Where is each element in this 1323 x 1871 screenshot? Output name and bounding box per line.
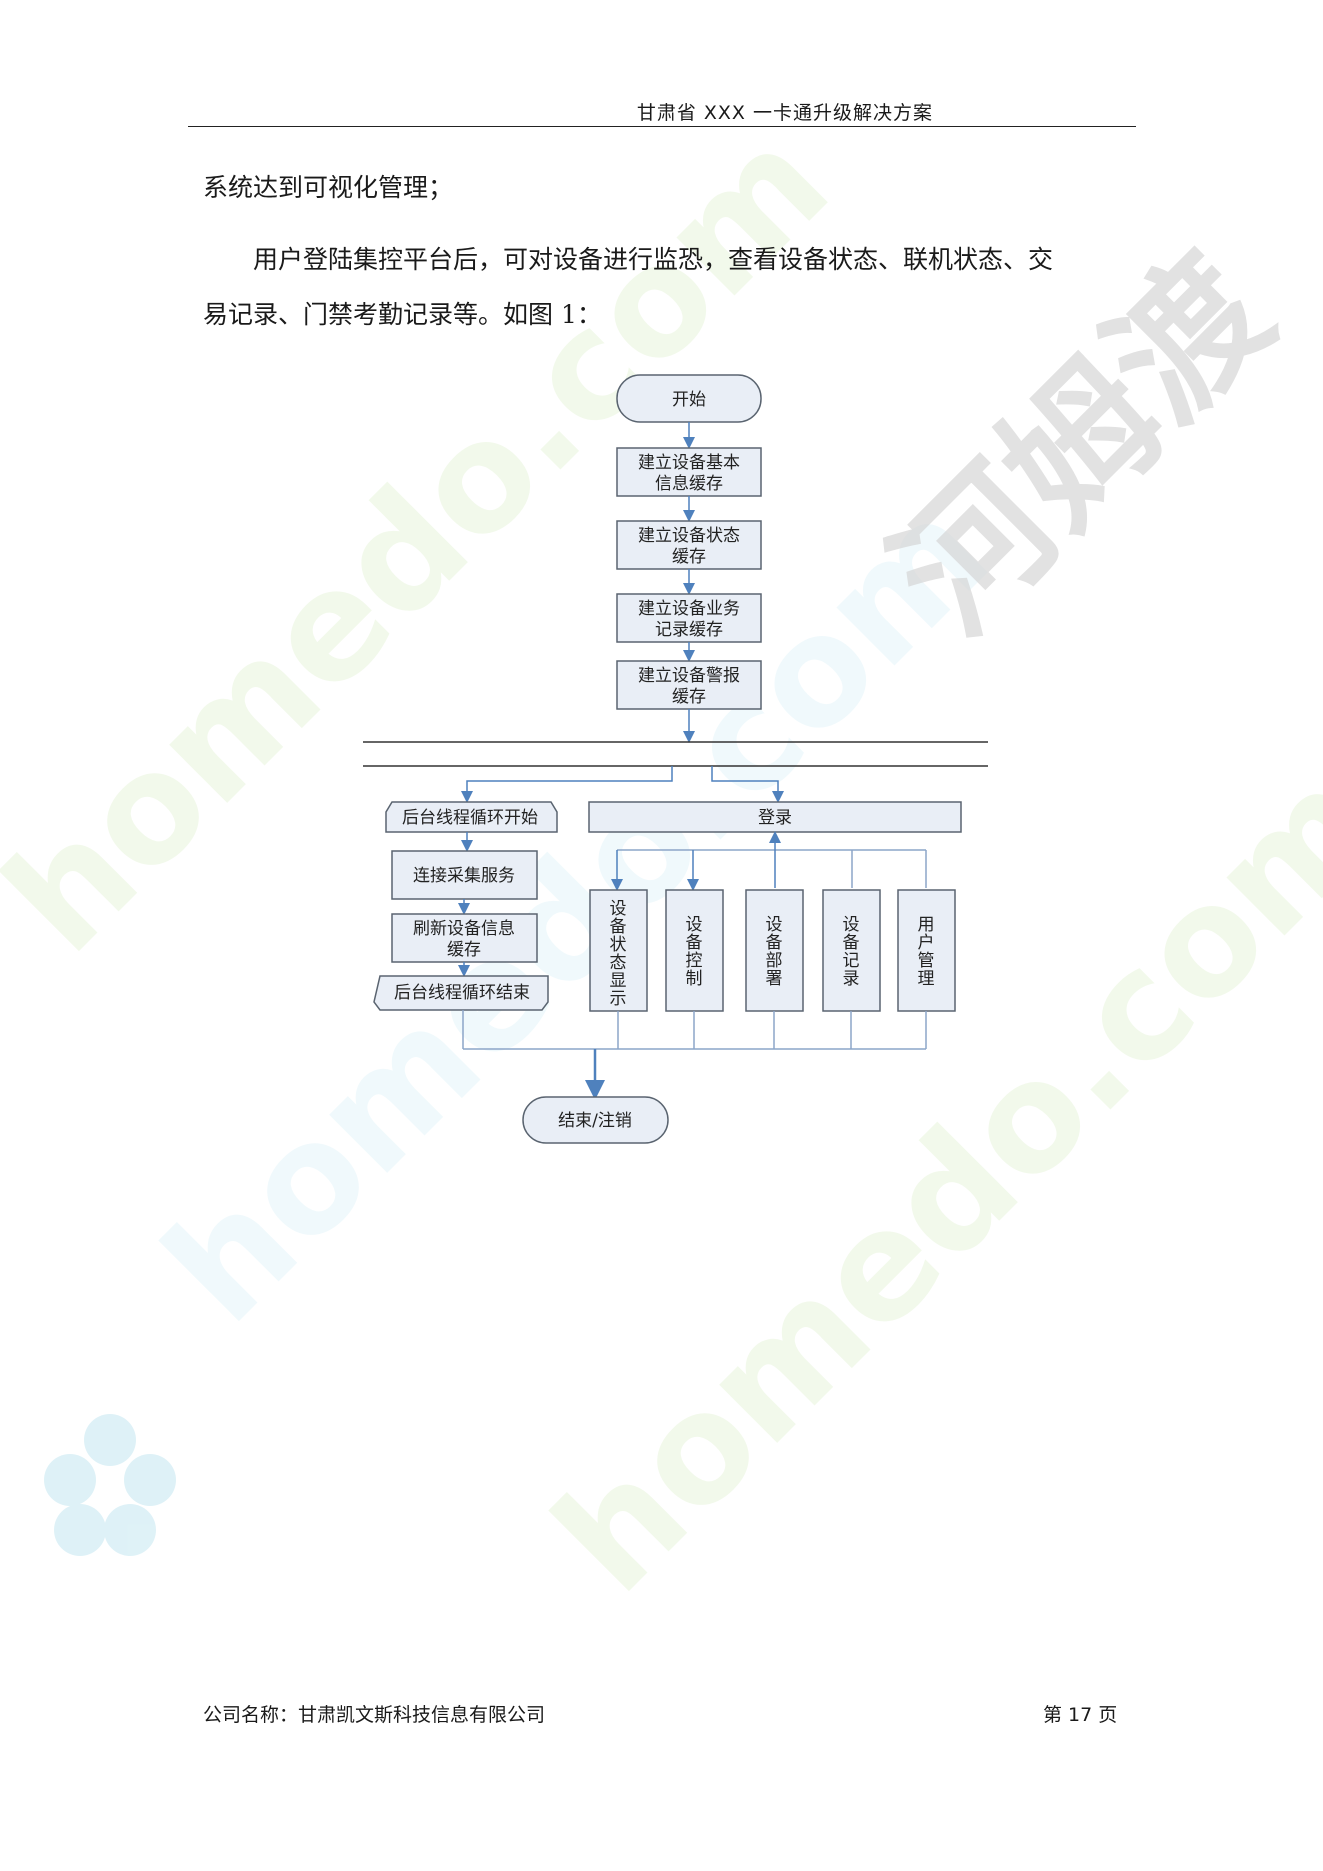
svg-text:状: 状 bbox=[610, 935, 627, 955]
module-2-label: 设 备 控 制 bbox=[686, 915, 703, 989]
svg-text:设: 设 bbox=[766, 915, 783, 935]
header-title: 甘肃省 XXX 一卡通升级解决方案 bbox=[636, 102, 933, 124]
svg-text:记: 记 bbox=[843, 951, 860, 971]
step-3-line-1: 建立设备业务 bbox=[638, 599, 740, 619]
refresh-cache-line-1: 刷新设备信息 bbox=[413, 919, 515, 939]
step-cache-business-record bbox=[616, 593, 762, 643]
module-device-deploy bbox=[745, 889, 804, 1012]
footer-company: 公司名称：甘肃凯文斯科技信息有限公司 bbox=[203, 1704, 546, 1726]
svg-text:备: 备 bbox=[686, 933, 703, 953]
svg-text:录: 录 bbox=[843, 969, 860, 989]
paragraph-line-1: 系统达到可视化管理； bbox=[203, 173, 454, 202]
step-2-line-2: 缓存 bbox=[672, 547, 706, 567]
svg-text:理: 理 bbox=[918, 969, 935, 989]
footer-page-number: 第 17 页 bbox=[1043, 1704, 1118, 1726]
svg-text:显: 显 bbox=[610, 971, 627, 991]
svg-text:设: 设 bbox=[686, 915, 703, 935]
svg-text:用: 用 bbox=[918, 915, 935, 935]
step-4-line-1: 建立设备警报 bbox=[638, 666, 740, 686]
end-label: 结束/注销 bbox=[558, 1111, 632, 1131]
svg-text:署: 署 bbox=[766, 969, 783, 989]
module-4-label: 设 备 记 录 bbox=[843, 915, 860, 989]
loop-start-label: 后台线程循环开始 bbox=[402, 808, 538, 828]
svg-text:制: 制 bbox=[686, 969, 703, 989]
login-node bbox=[588, 801, 962, 833]
step-3-line-2: 记录缓存 bbox=[655, 620, 723, 640]
svg-text:备: 备 bbox=[610, 917, 627, 937]
svg-text:控: 控 bbox=[686, 951, 703, 971]
module-3-label: 设 备 部 署 bbox=[766, 915, 783, 989]
refresh-cache-node bbox=[391, 913, 538, 963]
connect-service-node bbox=[391, 850, 538, 900]
module-user-management bbox=[897, 889, 956, 1012]
svg-text:示: 示 bbox=[610, 989, 627, 1009]
end-node bbox=[522, 1096, 669, 1144]
svg-text:备: 备 bbox=[766, 933, 783, 953]
paragraph-line-3: 易记录、门禁考勤记录等。如图 1： bbox=[203, 300, 602, 329]
step-1-line-1: 建立设备基本 bbox=[638, 453, 740, 473]
start-label: 开始 bbox=[672, 390, 706, 410]
step-2-line-1: 建立设备状态 bbox=[638, 526, 740, 546]
header-rule bbox=[188, 126, 1136, 127]
svg-text:户: 户 bbox=[918, 933, 935, 953]
connect-service-label: 连接采集服务 bbox=[413, 866, 515, 886]
paragraph-line-2: 用户登陆集控平台后，可对设备进行监恐，查看设备状态、联机状态、交 bbox=[253, 245, 1054, 274]
step-cache-basic-info bbox=[616, 447, 762, 497]
svg-text:部: 部 bbox=[766, 951, 783, 971]
step-4-line-2: 缓存 bbox=[672, 687, 706, 707]
svg-text:态: 态 bbox=[610, 953, 627, 973]
svg-text:设: 设 bbox=[843, 915, 860, 935]
module-1-label: 设 备 状 态 显 示 bbox=[610, 899, 627, 1009]
module-device-status-display bbox=[589, 889, 648, 1012]
step-cache-alarm bbox=[616, 660, 762, 710]
module-5-label: 用 户 管 理 bbox=[918, 915, 935, 989]
step-1-line-2: 信息缓存 bbox=[655, 474, 723, 494]
loop-start-node bbox=[385, 801, 558, 833]
svg-text:备: 备 bbox=[843, 933, 860, 953]
svg-text:设: 设 bbox=[610, 899, 627, 919]
module-device-control bbox=[665, 889, 724, 1012]
loop-end-label: 后台线程循环结束 bbox=[394, 983, 530, 1003]
svg-text:管: 管 bbox=[918, 951, 935, 971]
login-label: 登录 bbox=[758, 808, 792, 828]
loop-end-node bbox=[373, 975, 549, 1011]
refresh-cache-line-2: 缓存 bbox=[447, 940, 481, 960]
